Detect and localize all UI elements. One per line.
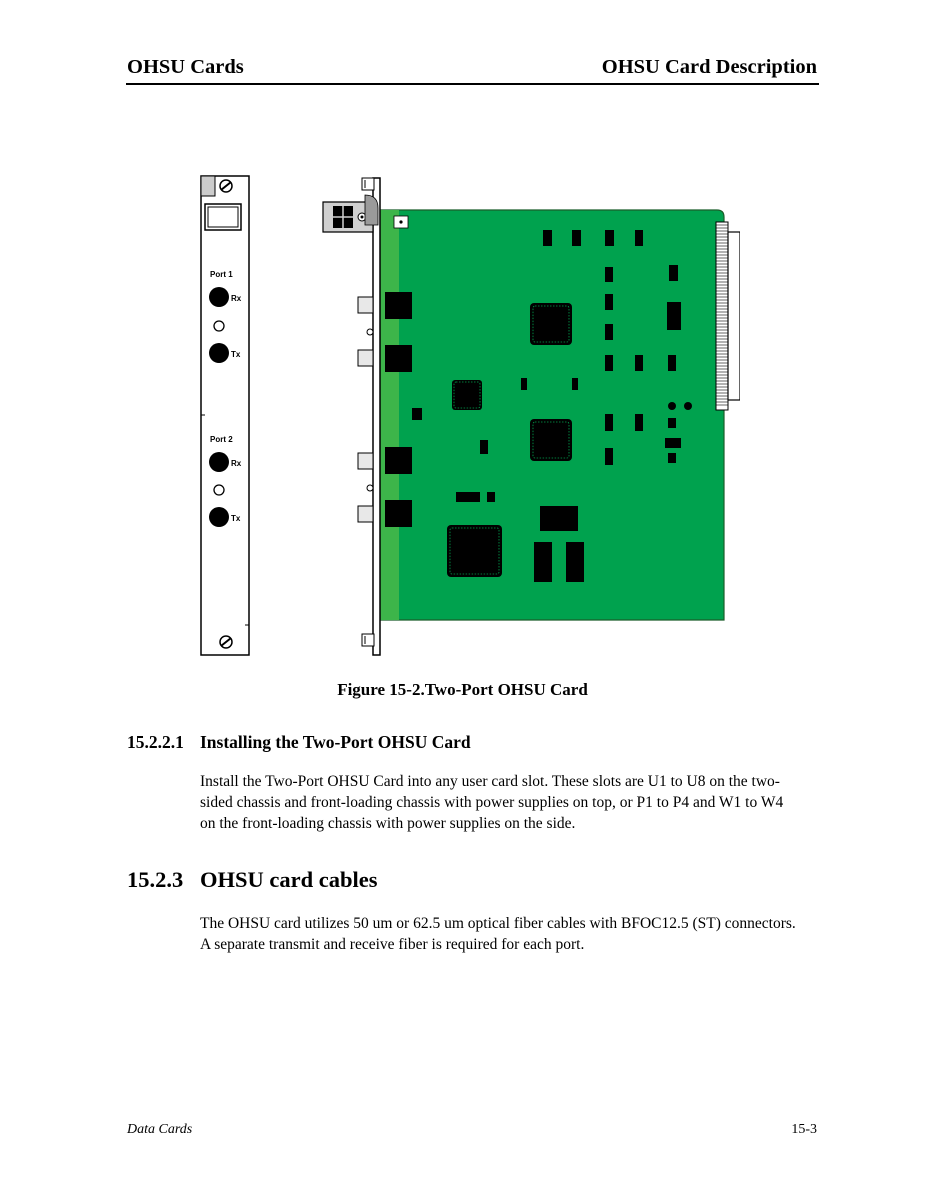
- section-title: OHSU card cables: [200, 867, 378, 892]
- port2-rx-connector: [209, 452, 229, 472]
- section-number: 15.2.2.1: [127, 732, 184, 752]
- cables-paragraph: The OHSU card utilizes 50 um or 62.5 um …: [200, 915, 796, 953]
- page-number: 15-3: [791, 1122, 817, 1137]
- section-heading-install: 15.2.2.1 Installing the Two-Port OHSU Car…: [127, 732, 471, 753]
- figure-caption: Figure 15-2.Two-Port OHSU Card: [337, 680, 588, 699]
- port1-led: [213, 320, 225, 332]
- card-side-view: [322, 177, 740, 656]
- circuit-board: [379, 209, 725, 621]
- faceplate: Port 1 Rx Tx Port 2 Rx Tx: [200, 175, 250, 656]
- top-screw-icon: [219, 179, 233, 193]
- port1-rx-label: Rx: [231, 294, 242, 303]
- front-bracket: [372, 177, 381, 656]
- port1-tx-label: Tx: [231, 350, 241, 359]
- running-header-right: OHSU Card Description: [601, 56, 817, 78]
- section-number: 15.2.3: [127, 867, 184, 892]
- board-components: [412, 230, 692, 582]
- ohsu-card-figure: Port 1 Rx Tx Port 2 Rx Tx: [200, 175, 740, 656]
- port1-tx-connector: [209, 343, 229, 363]
- header-rule: [126, 83, 819, 85]
- port1-rx-connector: [209, 287, 229, 307]
- port1-label: Port 1: [210, 270, 233, 279]
- running-header-left: OHSU Cards: [127, 56, 244, 78]
- port2-led: [213, 484, 225, 496]
- backplane-connector: [715, 221, 740, 411]
- card-extractor-handle: [322, 194, 379, 233]
- faceplate-window: [204, 203, 242, 231]
- footer-left: Data Cards: [127, 1122, 193, 1137]
- port2-tx-connector: [209, 507, 229, 527]
- optical-connectors: [357, 292, 412, 527]
- port2-rx-label: Rx: [231, 459, 242, 468]
- port2-label: Port 2: [210, 435, 233, 444]
- section-title: Installing the Two-Port OHSU Card: [200, 732, 471, 752]
- bottom-screw-icon: [219, 635, 233, 649]
- port2-tx-label: Tx: [231, 514, 241, 523]
- install-paragraph: Install the Two-Port OHSU Card into any …: [200, 773, 784, 832]
- section-heading-cables: 15.2.3 OHSU card cables: [127, 867, 378, 893]
